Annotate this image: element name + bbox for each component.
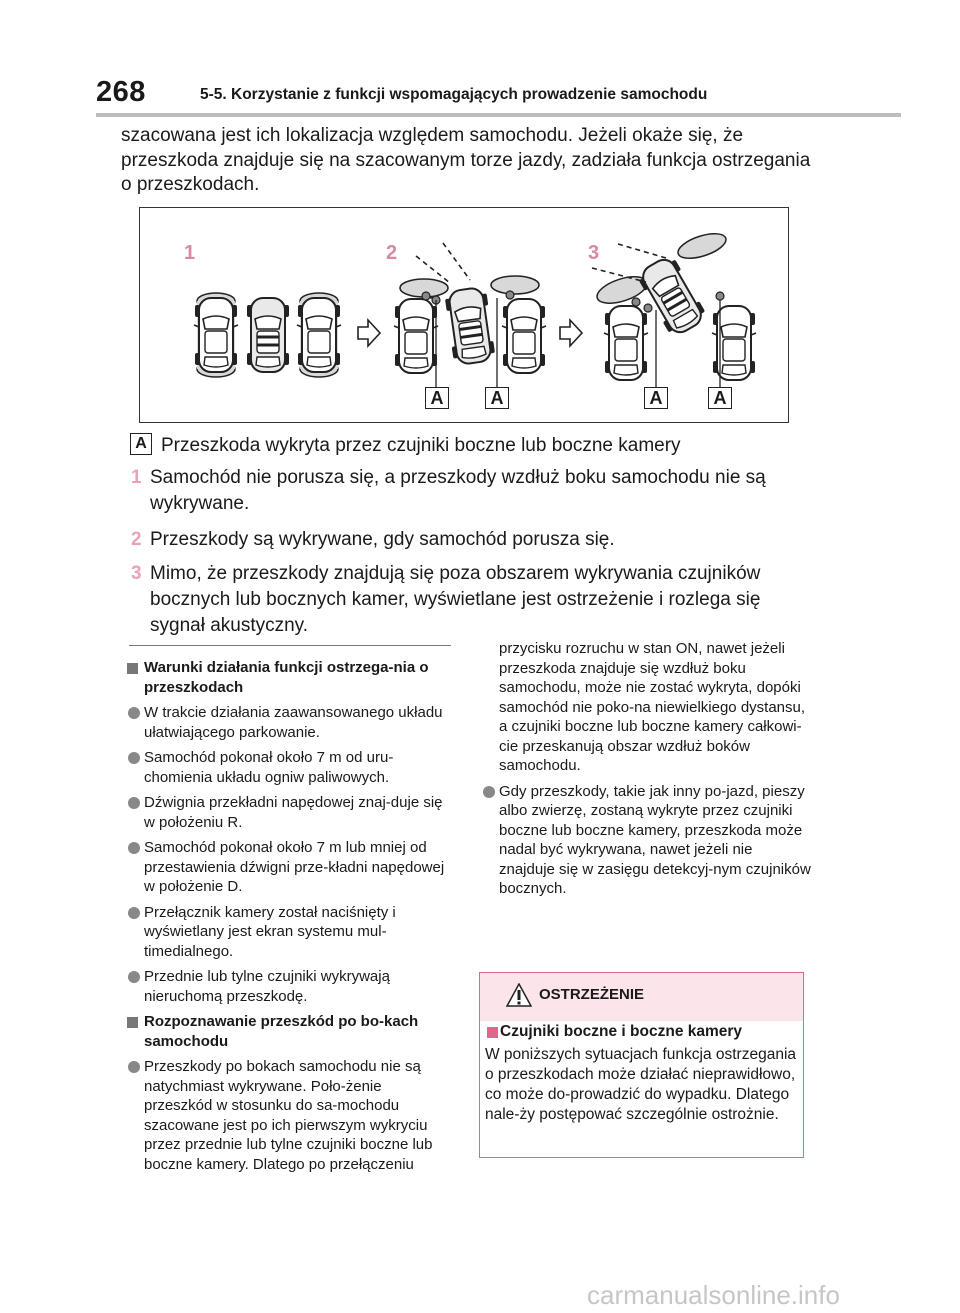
- step-number: 3: [131, 563, 142, 584]
- intro-paragraph: szacowana jest ich lokalizacja względem …: [121, 125, 811, 195]
- step-3: 3 Mimo, że przeszkody znajdują się poza …: [131, 561, 811, 639]
- list-item: Dźwignia przekładni napędowej znaj-duje …: [127, 793, 452, 832]
- dot-bullet-icon: [128, 752, 140, 764]
- scene-number-1: 1: [184, 242, 196, 264]
- column-divider: [129, 645, 451, 646]
- square-bullet-icon: [127, 663, 138, 674]
- marker-a: A: [644, 387, 668, 409]
- warning-body: Czujniki boczne i boczne kamery W poniżs…: [485, 1021, 797, 1125]
- dot-bullet-icon: [128, 971, 140, 983]
- heading-side-obstacles: Rozpoznawanie przeszkód po bo-kach samoc…: [127, 1012, 452, 1051]
- scene-2: [393, 242, 547, 388]
- warning-header: OSTRZEŻENIE: [480, 973, 803, 1021]
- list-item: Samochód pokonał około 7 m od uru-chomie…: [127, 748, 452, 787]
- legend-marker-a: A: [130, 433, 152, 455]
- list-item: W trakcie działania zaawansowanego układ…: [127, 703, 452, 742]
- step-2: 2 Przeszkody są wykrywane, gdy samochód …: [131, 527, 811, 553]
- dot-bullet-icon: [128, 707, 140, 719]
- dot-bullet-icon: [128, 1061, 140, 1073]
- warning-subheading: Czujniki boczne i boczne kamery: [485, 1022, 797, 1042]
- square-bullet-icon: [487, 1027, 498, 1038]
- dot-bullet-icon: [128, 797, 140, 809]
- marker-a: A: [708, 387, 732, 409]
- arrow-scene-2-to-3: [559, 319, 583, 347]
- scene-3: [591, 232, 757, 388]
- list-item: Gdy przeszkody, takie jak inny po-jazd, …: [482, 782, 812, 899]
- list-item: Przełącznik kamery został naciśnięty i w…: [127, 903, 452, 962]
- marker-a: A: [485, 387, 509, 409]
- right-column: przycisku rozruchu w stan ON, nawet jeże…: [482, 639, 812, 905]
- square-bullet-icon: [127, 1017, 138, 1028]
- page-number: 268: [96, 76, 146, 108]
- scene-number-2: 2: [386, 242, 398, 264]
- dot-bullet-icon: [128, 906, 140, 919]
- step-text: Przeszkody są wykrywane, gdy samochód po…: [150, 529, 615, 550]
- scene-1-ego-car: [245, 296, 291, 374]
- dot-bullet-icon: [483, 785, 495, 798]
- legend-text: Przeszkoda wykryta przez czujniki boczne…: [161, 435, 681, 456]
- left-column: Warunki działania funkcji ostrzega-nia o…: [127, 658, 452, 1180]
- header-rule: [96, 113, 901, 117]
- dot-bullet-icon: [128, 842, 140, 854]
- step-text: Mimo, że przeszkody znajdują się poza ob…: [150, 563, 761, 636]
- step-number: 1: [131, 467, 142, 488]
- warning-text: W poniższych sytuacjach funkcja ostrzega…: [485, 1046, 797, 1123]
- warning-title: OSTRZEŻENIE: [539, 986, 645, 1003]
- list-item: Przeszkody po bokach samochodu nie są na…: [127, 1057, 452, 1174]
- scene-1-parked-car-right: [296, 292, 342, 378]
- heading-warning-conditions: Warunki działania funkcji ostrzega-nia o…: [127, 658, 452, 697]
- continuation-paragraph: przycisku rozruchu w stan ON, nawet jeże…: [499, 640, 806, 774]
- watermark: carmanualsonline.info: [587, 1280, 840, 1310]
- parking-illustration: 1 2 3 A A A A: [139, 207, 789, 423]
- scene-number-3: 3: [588, 242, 600, 264]
- step-text: Samochód nie porusza się, a przeszkody w…: [150, 467, 766, 514]
- warning-box: OSTRZEŻENIE Czujniki boczne i boczne kam…: [479, 972, 804, 1158]
- list-item: Samochód pokonał około 7 m lub mniej od …: [127, 838, 452, 897]
- step-number: 2: [131, 529, 142, 550]
- section-title: 5-5. Korzystanie z funkcji wspomagającyc…: [200, 86, 708, 103]
- step-1: 1 Samochód nie porusza się, a przeszkody…: [131, 465, 811, 517]
- illustration-canvas: [193, 232, 757, 388]
- scene-1-parked-car-left: [193, 292, 239, 378]
- warning-triangle-icon: [506, 983, 532, 1007]
- marker-a: A: [425, 387, 449, 409]
- list-item: Przednie lub tylne czujniki wykrywają ni…: [127, 967, 452, 1006]
- arrow-scene-1-to-2: [357, 319, 381, 347]
